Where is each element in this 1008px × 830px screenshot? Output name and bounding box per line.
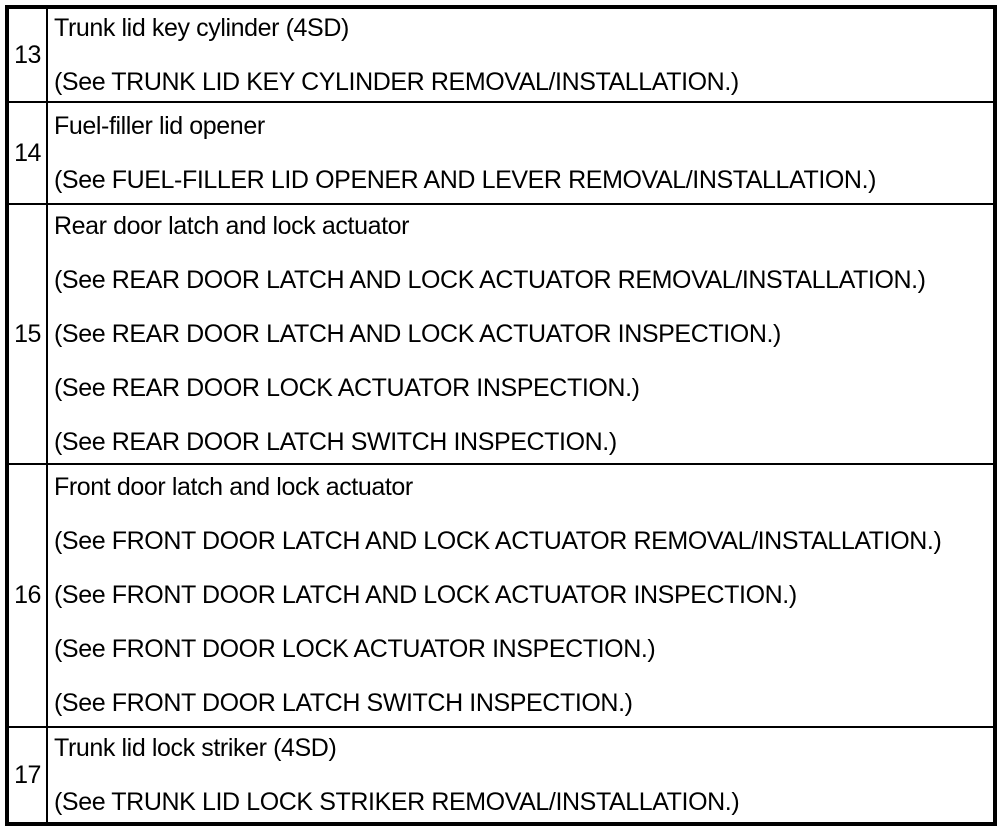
part-title-text: Front door latch and lock actuator [54,473,413,501]
item-number-cell: 16 [6,463,48,728]
item-number-cell: 15 [6,203,48,465]
item-number-cell: 14 [6,101,48,205]
item-number-cell: 17 [6,726,48,825]
description-cell: Rear door latch and lock actuator (See RE… [46,203,996,465]
item-number-cell: 13 [6,6,48,103]
see-reference-text: (See FRONT DOOR LATCH SWITCH INSPECTION.… [54,689,633,717]
part-title-text: Trunk lid key cylinder (4SD) [54,13,349,42]
description-cell: Front door latch and lock actuator (See F… [46,463,996,728]
part-title-text: Trunk lid lock striker (4SD) [54,733,337,762]
see-reference-text: (See TRUNK LID LOCK STRIKER REMOVAL/INST… [54,787,740,816]
part-title-text: Rear door latch and lock actuator [54,211,410,240]
see-reference-text: (See REAR DOOR LOCK ACTUATOR INSPECTION.… [54,373,640,402]
see-reference-text: (See REAR DOOR LATCH AND LOCK ACTUATOR R… [54,265,926,294]
see-reference-text: (See REAR DOOR LATCH AND LOCK ACTUATOR I… [54,319,781,348]
see-reference-text: (See FRONT DOOR LATCH AND LOCK ACTUATOR … [54,581,797,609]
see-reference-text: (See TRUNK LID KEY CYLINDER REMOVAL/INST… [54,67,739,96]
see-reference-text: (See FRONT DOOR LOCK ACTUATOR INSPECTION… [54,635,656,663]
description-cell: Trunk lid lock striker (4SD) (See TRUNK L… [46,726,996,825]
description-cell: Fuel-filler lid opener (See FUEL-FILLER L… [46,101,996,205]
see-reference-text: (See FRONT DOOR LATCH AND LOCK ACTUATOR … [54,527,942,555]
description-cell: Trunk lid key cylinder (4SD) (See TRUNK L… [46,6,996,103]
see-reference-text: (See REAR DOOR LATCH SWITCH INSPECTION.) [54,427,617,456]
part-title-text: Fuel-filler lid opener [54,111,265,140]
see-reference-text: (See FUEL-FILLER LID OPENER AND LEVER RE… [54,165,877,194]
